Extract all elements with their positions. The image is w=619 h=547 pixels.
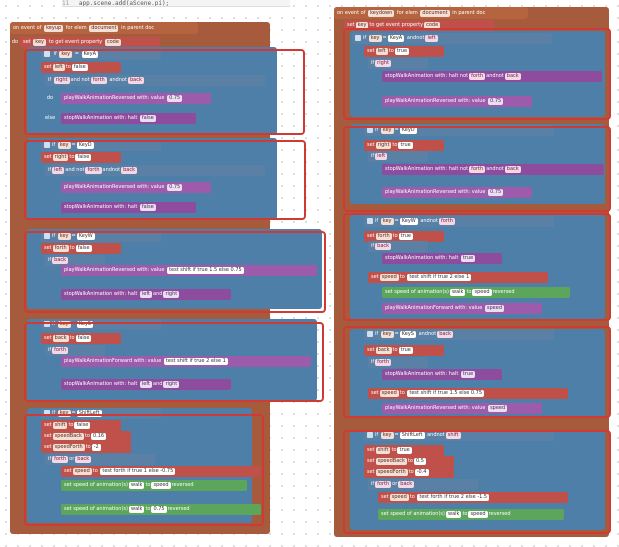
elem-dropdown[interactable]: document (420, 10, 450, 17)
keydown-event-header[interactable]: on event of keydown for elem document in… (334, 7, 528, 19)
gear-icon[interactable] (44, 141, 50, 148)
set-key-block[interactable]: set key to get event property code (20, 37, 160, 48)
highlight-box (343, 213, 611, 321)
highlight-box (24, 140, 306, 220)
line-number: 11 (62, 0, 70, 7)
code-text: app.scene.add(aScene.pi); (78, 0, 170, 7)
gear-icon[interactable] (44, 232, 50, 239)
event-dropdown[interactable]: keydown (368, 10, 395, 17)
gear-icon[interactable] (367, 431, 373, 438)
gear-icon[interactable] (367, 217, 373, 224)
keyup-event-header[interactable]: on event of keyup for elem document in p… (10, 22, 198, 34)
gear-icon[interactable] (367, 330, 373, 337)
gear-icon[interactable] (367, 126, 373, 133)
highlight-box (343, 326, 611, 418)
event-dropdown[interactable]: keyup (44, 25, 64, 32)
gear-icon[interactable] (44, 50, 50, 57)
highlight-box (343, 430, 611, 534)
elem-dropdown[interactable]: document (89, 25, 119, 32)
gear-icon[interactable] (44, 409, 50, 416)
highlight-box (343, 28, 611, 120)
highlight-box (24, 414, 264, 526)
highlight-box (24, 231, 326, 313)
highlight-box (343, 126, 611, 212)
highlight-box (24, 49, 305, 135)
highlight-box (24, 322, 324, 402)
code-editor-strip: 11 app.scene.add(aScene.pi); (62, 0, 290, 7)
gear-icon[interactable] (355, 34, 361, 41)
